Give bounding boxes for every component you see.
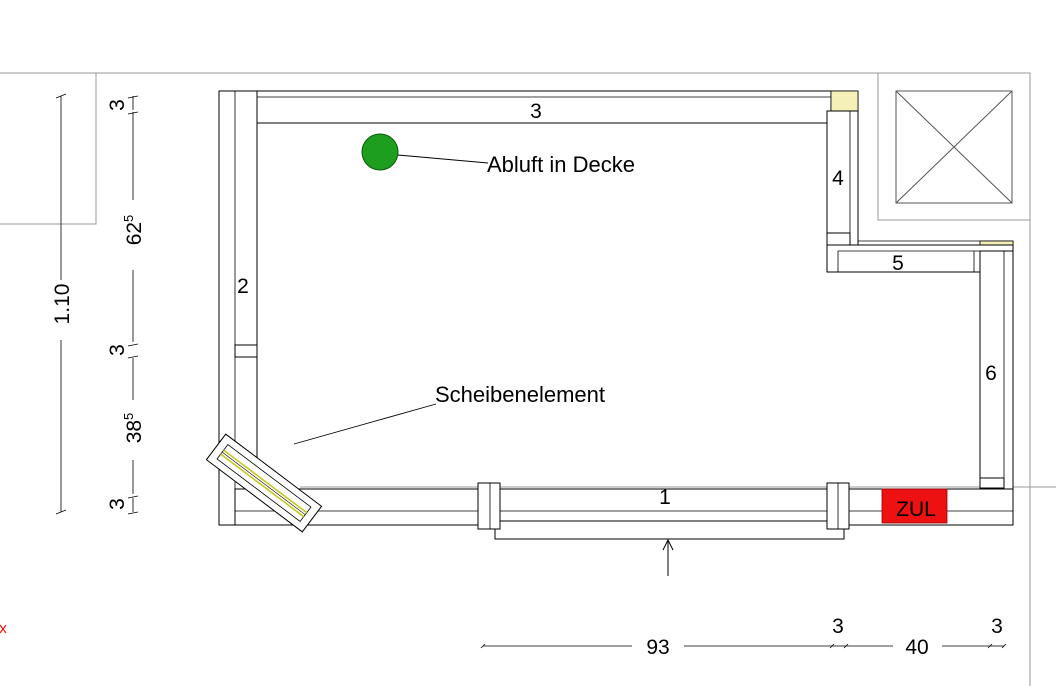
window-pane-element	[205, 433, 323, 533]
dim-seg-upper-main-value: 62	[123, 222, 146, 245]
shaft-cross-icon	[895, 90, 1013, 204]
label-panel-right-upper: 4	[832, 167, 844, 190]
vertical-dimension-lines	[55, 93, 139, 515]
label-panel-left: 2	[237, 275, 249, 298]
corner-piece-top-right	[830, 90, 859, 112]
label-panel-step: 5	[892, 252, 904, 275]
dim-seg-gap1: 3	[832, 615, 844, 638]
dim-seg-mid: 3	[106, 344, 129, 356]
wall-panel-top	[234, 90, 832, 124]
label-panel-right: 6	[985, 362, 997, 385]
horizontal-dimension-lines	[480, 643, 1007, 649]
dim-seg-gap2: 3	[991, 615, 1003, 638]
dim-seg-bottom: 3	[106, 498, 129, 510]
pane-note: Scheibenelement	[435, 382, 605, 407]
dim-seg-top: 3	[106, 99, 129, 111]
exhaust-leader-line	[397, 154, 489, 164]
marker-x-icon	[0, 624, 7, 634]
dim-seg-lower-main: 385	[121, 413, 146, 444]
label-panel-bottom: 1	[659, 486, 671, 509]
dim-seg-lower-main-sup: 5	[121, 413, 136, 420]
wall-panel-right	[979, 250, 1014, 526]
dim-seg-upper-main-sup: 5	[121, 215, 136, 222]
label-panel-top: 3	[530, 100, 542, 123]
exhaust-vent-icon	[361, 133, 399, 171]
dim-seg-right-width: 40	[905, 636, 928, 659]
dim-seg-upper-main: 625	[121, 215, 146, 246]
exhaust-note: Abluft in Decke	[487, 152, 635, 177]
entry-arrow-icon	[662, 538, 674, 576]
pane-leader-line	[293, 403, 437, 445]
dim-seg-main-width: 93	[646, 636, 669, 659]
wall-panel-right-upper	[826, 110, 859, 254]
surrounding-walls	[0, 72, 1056, 686]
inlet-label: ZUL	[896, 498, 936, 521]
dim-seg-lower-main-value: 38	[123, 420, 146, 443]
dim-overall-height: 1.10	[51, 284, 74, 325]
inlet-box	[881, 488, 948, 524]
